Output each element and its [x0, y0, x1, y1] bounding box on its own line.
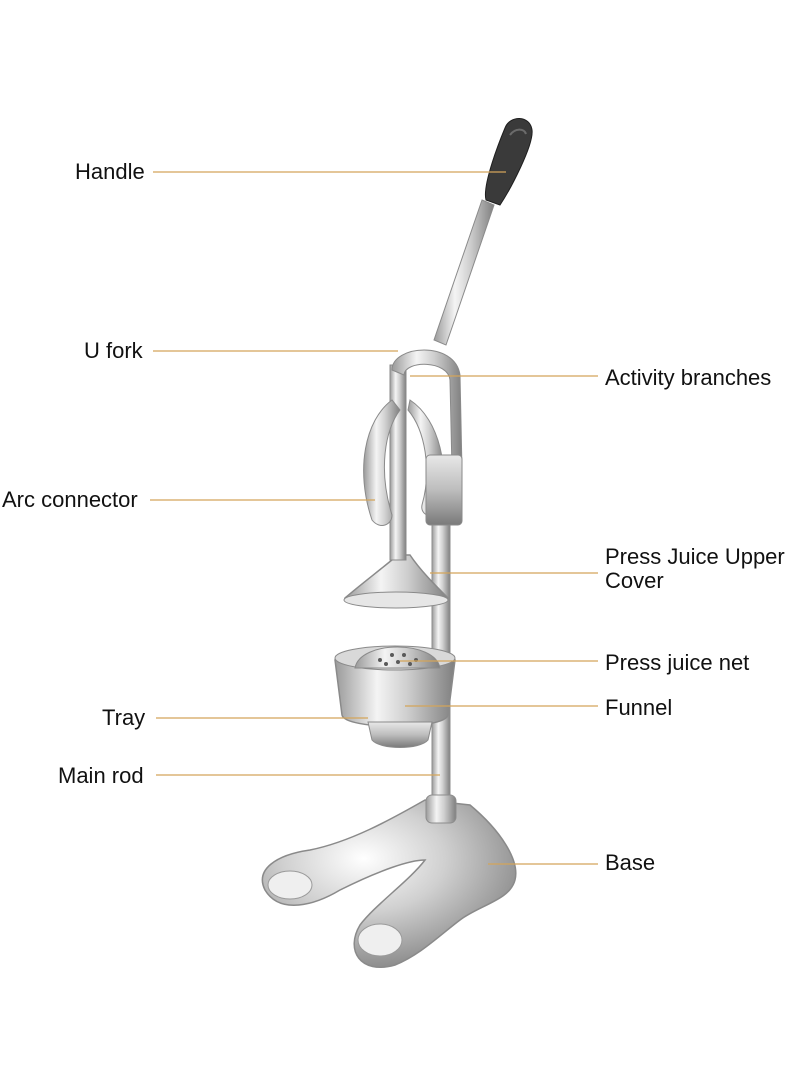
label-base: Base: [605, 850, 656, 875]
label-arc-connector: Arc connector: [2, 487, 138, 512]
label-press-juice-net: Press juice net: [605, 650, 750, 675]
press-juice-net: [354, 646, 441, 669]
press-juice-upper-cover: [343, 554, 449, 609]
mounting-bracket: [425, 454, 463, 526]
label-press-juice-upper-cover: Press Juice Upper Cover: [605, 544, 785, 593]
juicer-base: [261, 799, 517, 968]
label-main-rod: Main rod: [58, 763, 144, 788]
rod-collar: [425, 794, 457, 824]
lever-arm: [433, 199, 495, 346]
arc-connector-left: [363, 399, 401, 526]
handle-grip: [484, 118, 533, 206]
label-funnel: Funnel: [605, 695, 673, 720]
label-activity-branches: Activity branches: [605, 365, 772, 390]
label-u-fork: U fork: [84, 338, 143, 363]
label-tray: Tray: [102, 705, 146, 730]
plunger-rod: [389, 364, 407, 561]
label-handle: Handle: [75, 159, 145, 184]
leader-lines: [150, 171, 598, 865]
